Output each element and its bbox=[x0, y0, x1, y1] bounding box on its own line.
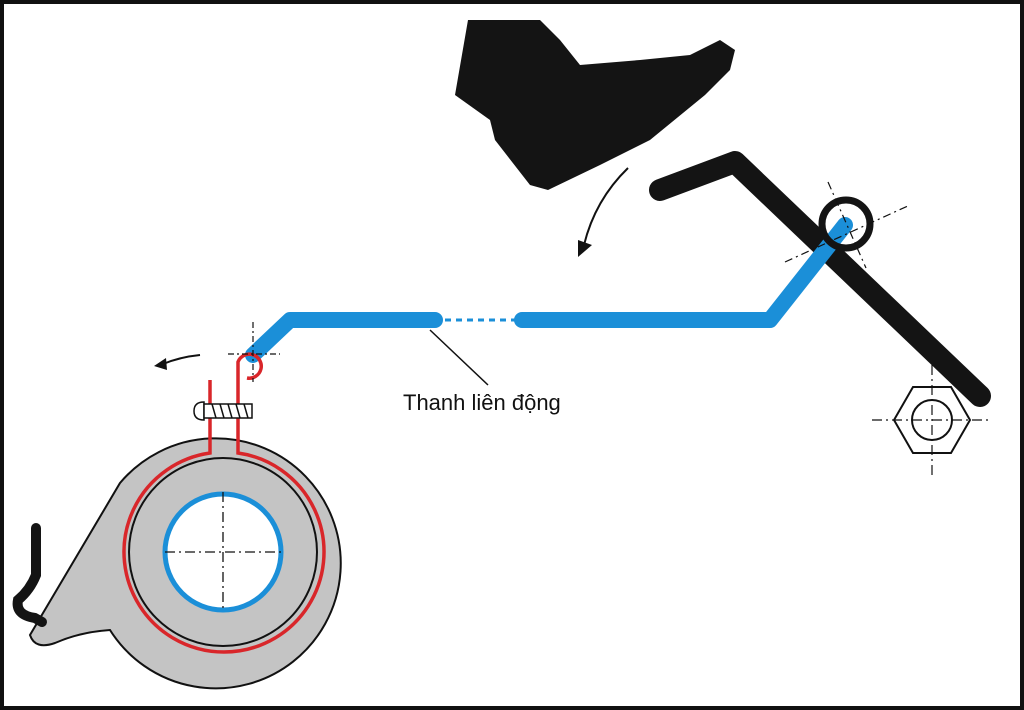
linkage-rod-left bbox=[245, 312, 443, 363]
curved-arrow-icon bbox=[583, 167, 629, 246]
pivot-ring bbox=[818, 196, 874, 252]
left-pivot-centerlines bbox=[228, 322, 280, 382]
screw-icon bbox=[193, 401, 253, 421]
linkage-rod-label: Thanh liên động bbox=[403, 390, 561, 415]
leader-line bbox=[429, 329, 489, 386]
return-spring bbox=[122, 352, 326, 654]
linkage-rod-right bbox=[514, 217, 853, 328]
pedal-lever bbox=[649, 151, 991, 407]
hex-nut-icon bbox=[872, 365, 992, 478]
cable bbox=[12, 523, 47, 627]
pivot-centerlines bbox=[784, 181, 911, 269]
foot-icon bbox=[455, 20, 735, 190]
inner-ring bbox=[128, 457, 318, 647]
arrow-head bbox=[578, 240, 592, 257]
